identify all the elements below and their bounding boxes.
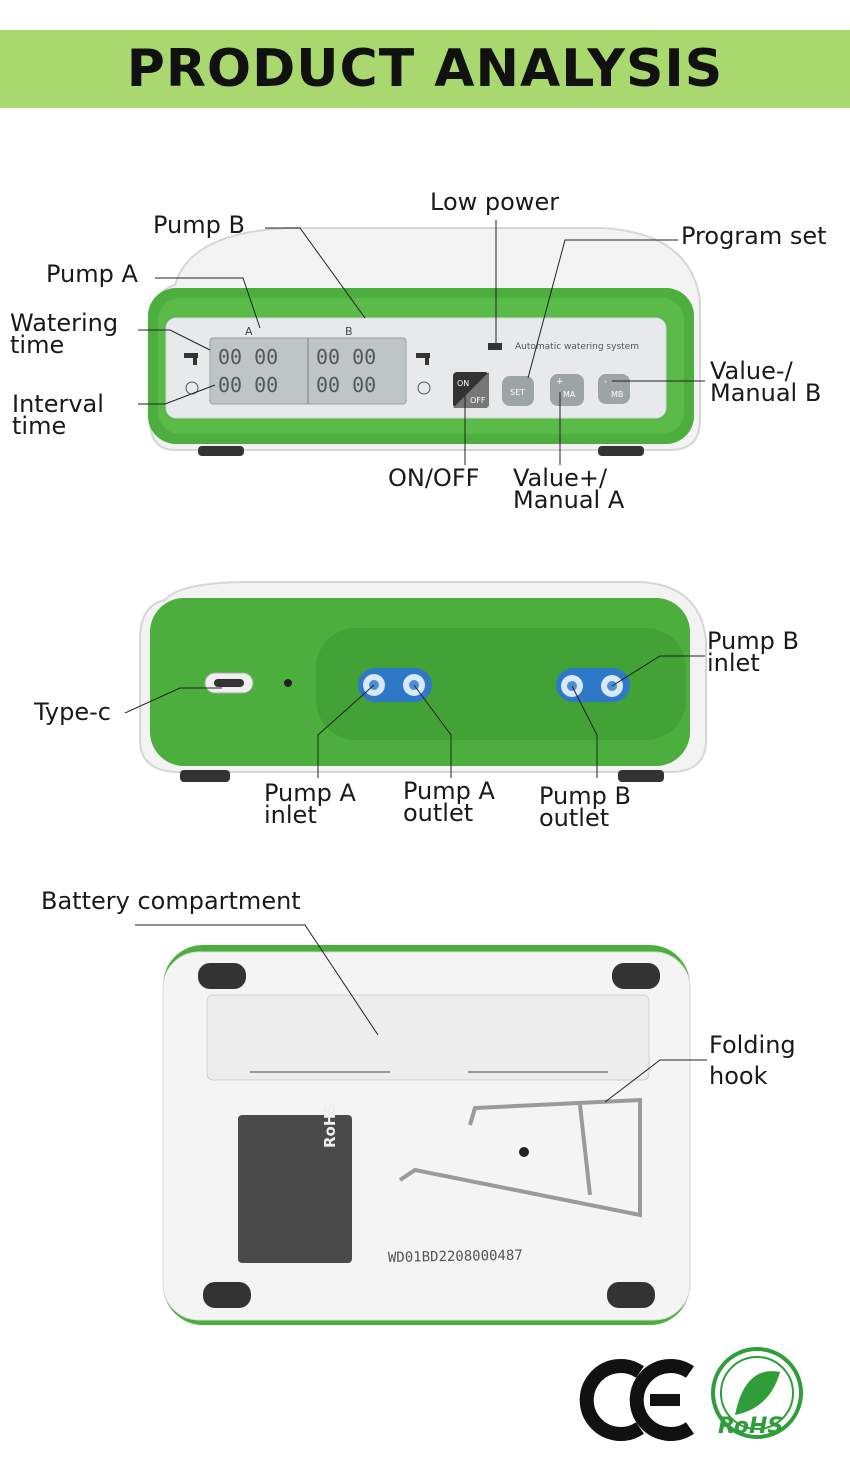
label-value-plus-2: Manual A [513,486,625,514]
label-folding-hook-2: hook [709,1062,768,1090]
rubber-feet [198,963,660,1308]
svg-text:00 00: 00 00 [316,373,376,397]
label-pump-a: Pump A [46,260,138,288]
label-value-minus-1: Value-/ [710,357,793,385]
rohs-logo-text: RoHS [718,1414,783,1439]
label-pump-a-inlet-2: inlet [264,801,317,829]
rohs-logo: RoHS [711,1347,803,1439]
clock-icon-b [417,381,431,395]
label-folding-hook-1: Folding [709,1031,796,1059]
callout-lines-bottom [135,924,707,1103]
side-device [139,581,707,782]
serial-number: WD01BD2208000487 [388,1248,523,1266]
callout-lines-front [138,220,705,465]
panel-label-b: B [345,325,353,338]
product-sticker [238,1115,352,1263]
label-value-minus-2: Manual B [710,379,822,407]
label-program-set: Program set [681,222,827,250]
svg-text:OFF: OFF [470,396,486,405]
label-low-power: Low power [430,188,560,216]
panel-label-a: A [245,325,253,338]
label-type-c: Type-c [34,698,111,726]
label-pump-b-outlet-2: outlet [539,804,610,832]
sticker-rohs: RoHS [321,1103,339,1148]
on-off-button[interactable]: ON OFF [453,372,489,408]
mb-button[interactable]: - MB [598,374,630,404]
callout-lines-side [124,655,705,778]
bottom-device: RoHS WD01BD2208000487 [162,945,691,1325]
ma-button[interactable]: + MA [550,374,584,406]
folding-hook [398,1097,642,1218]
faucet-icon-b [416,353,430,365]
battery-cover [206,994,650,1081]
label-battery-compartment: Battery compartment [41,887,301,915]
svg-text:-: - [604,377,607,387]
svg-text:ON: ON [457,379,469,388]
set-button[interactable]: SET [502,376,534,406]
low-power-indicator [488,343,502,350]
label-on-off: ON/OFF [388,464,480,492]
brand-text: Automatic watering system [515,342,639,352]
page-title: PRODUCT ANALYSIS [126,39,724,99]
label-pump-a-inlet-1: Pump A [264,779,356,807]
header-banner: PRODUCT ANALYSIS [0,30,850,108]
svg-text:MB: MB [611,390,623,399]
svg-text:+: + [556,377,564,387]
label-interval-time-1: Interval [12,390,104,418]
label-pump-b: Pump B [153,211,245,239]
label-pump-a-outlet-1: Pump A [403,777,495,805]
svg-text:00 00: 00 00 [218,345,278,369]
faucet-icon-a [184,353,198,365]
svg-text:00 00: 00 00 [316,345,376,369]
label-pump-a-outlet-2: outlet [403,799,474,827]
label-pump-b-outlet-1: Pump B [539,782,631,810]
svg-text:SET: SET [510,388,525,397]
front-device: 00 00 00 00 00 00 00 00 A B Automatic wa… [148,227,701,456]
pump-a-ports [358,668,432,702]
label-watering-time-2: time [10,331,65,359]
label-watering-time-1: Watering [10,309,119,337]
label-interval-time-2: time [12,412,67,440]
label-value-plus-1: Value+/ [513,464,608,492]
label-pump-b-inlet-2: inlet [707,649,760,677]
ce-logo [579,1359,694,1441]
svg-text:00 00: 00 00 [218,373,278,397]
svg-text:MA: MA [563,390,576,399]
label-pump-b-inlet-1: Pump B [707,627,799,655]
pump-b-ports [556,668,630,702]
